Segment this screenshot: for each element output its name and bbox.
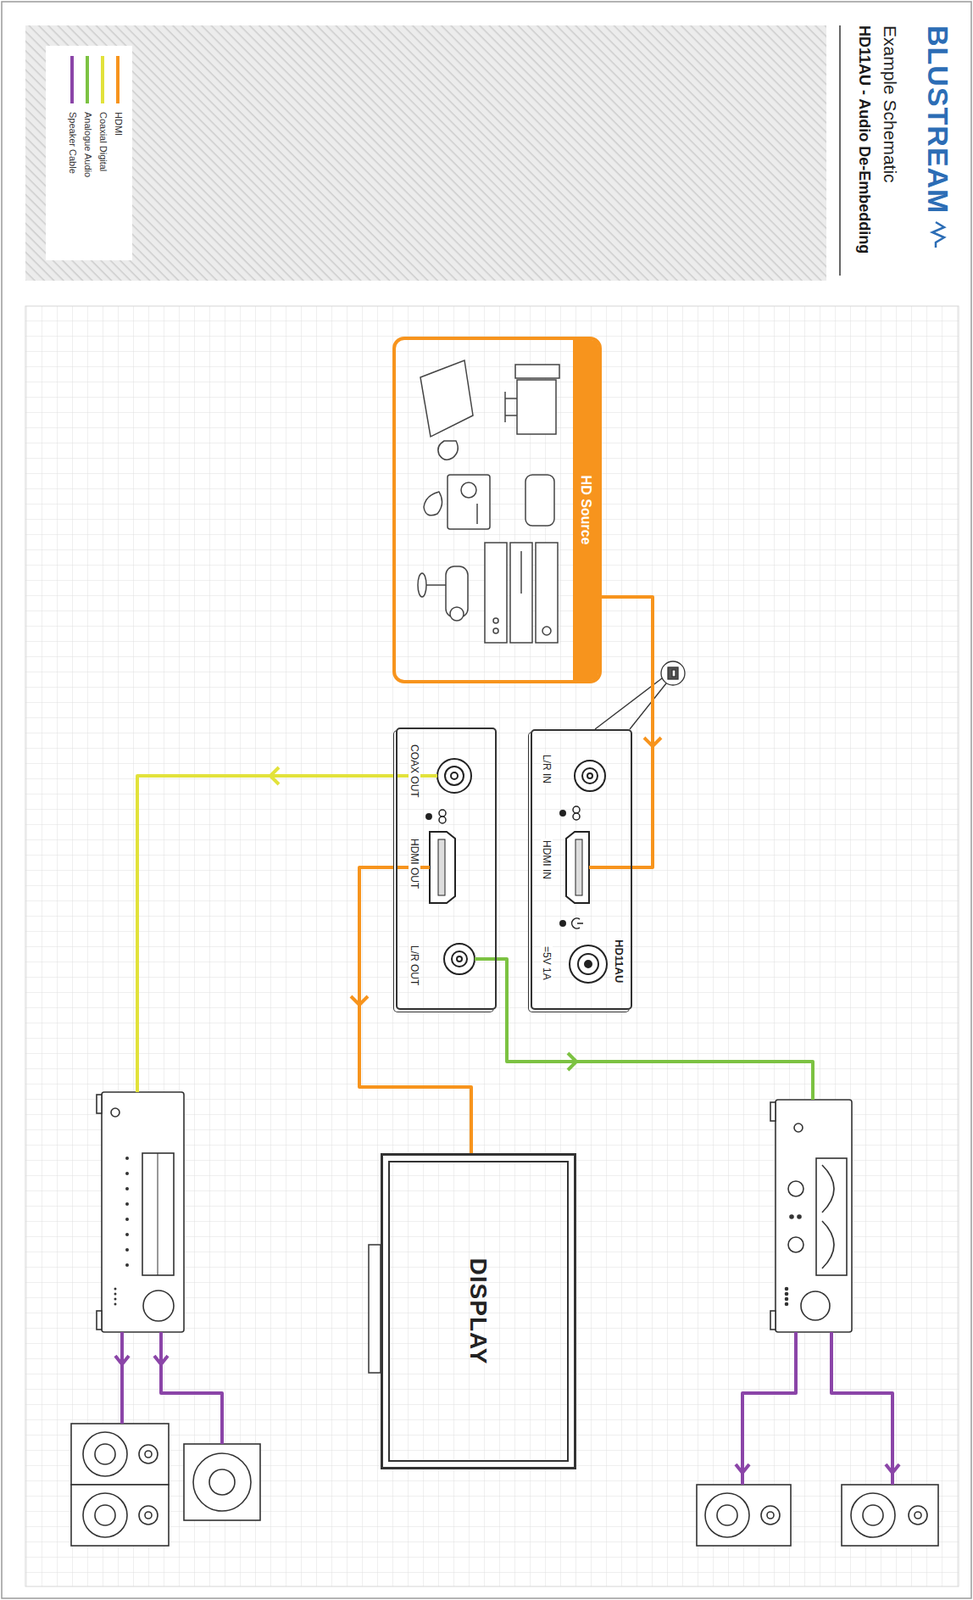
port-label: =5V 1A xyxy=(540,944,553,982)
amplifier xyxy=(770,1099,852,1332)
panel-heading: HD Source xyxy=(572,339,599,680)
port-label: COAX OUT xyxy=(408,742,421,800)
legend-text: Speaker Cable xyxy=(67,111,78,174)
arrowhead xyxy=(350,995,368,1005)
cables xyxy=(115,767,900,1485)
port-label: L/R OUT xyxy=(408,943,421,987)
source-icons xyxy=(417,360,560,643)
legend-text: Coaxial Digital xyxy=(98,111,109,172)
usb-callout xyxy=(594,661,685,729)
diagram-title: HD11AU - Audio De-Embedding xyxy=(855,25,873,254)
hdmi-connector xyxy=(350,867,472,1153)
logo-wave xyxy=(932,222,945,248)
legend-text: HDMI xyxy=(113,111,124,136)
device-ports xyxy=(560,760,607,983)
separator xyxy=(839,25,841,276)
device-name: HD11AU xyxy=(612,937,626,985)
legend-swatch xyxy=(98,55,107,104)
display-box: DISPLAY xyxy=(380,1152,577,1469)
connector-line xyxy=(359,867,472,1153)
legend-swatch xyxy=(113,55,123,104)
legend-swatch xyxy=(83,55,92,104)
speakers xyxy=(71,1423,939,1546)
port-label: HDMI IN xyxy=(540,838,553,881)
port-lead xyxy=(589,865,633,869)
port-label: L/R IN xyxy=(540,752,553,785)
legend-box xyxy=(45,45,133,261)
legend-swatch-line xyxy=(100,55,105,104)
source-panel: HD Source xyxy=(392,336,602,684)
legend-swatch xyxy=(67,55,77,104)
device-box: HD11AU L/R IN HDMI IN =5V 1A xyxy=(530,728,633,1010)
legend-swatch-line xyxy=(116,55,120,104)
legend-swatch-line xyxy=(85,55,89,104)
display-label: DISPLAY xyxy=(465,1256,493,1367)
device-box: COAX OUT HDMI OUT L/R OUT xyxy=(395,727,497,1010)
legend-swatch-line xyxy=(70,55,74,104)
display-stand xyxy=(368,1244,381,1373)
arrowhead xyxy=(644,737,662,746)
device-ports xyxy=(426,758,475,974)
brand-logo: BLUSTREAM xyxy=(921,25,955,214)
connector-line xyxy=(601,596,653,868)
grid-area xyxy=(25,305,959,1586)
port-label: HDMI OUT xyxy=(408,836,421,890)
header-panel xyxy=(25,25,827,281)
receiver-buttons xyxy=(114,1156,130,1306)
subtitle: Example Schematic xyxy=(879,25,901,184)
legend-text: Analogue Audio xyxy=(83,111,94,178)
av-receiver xyxy=(96,1091,184,1332)
